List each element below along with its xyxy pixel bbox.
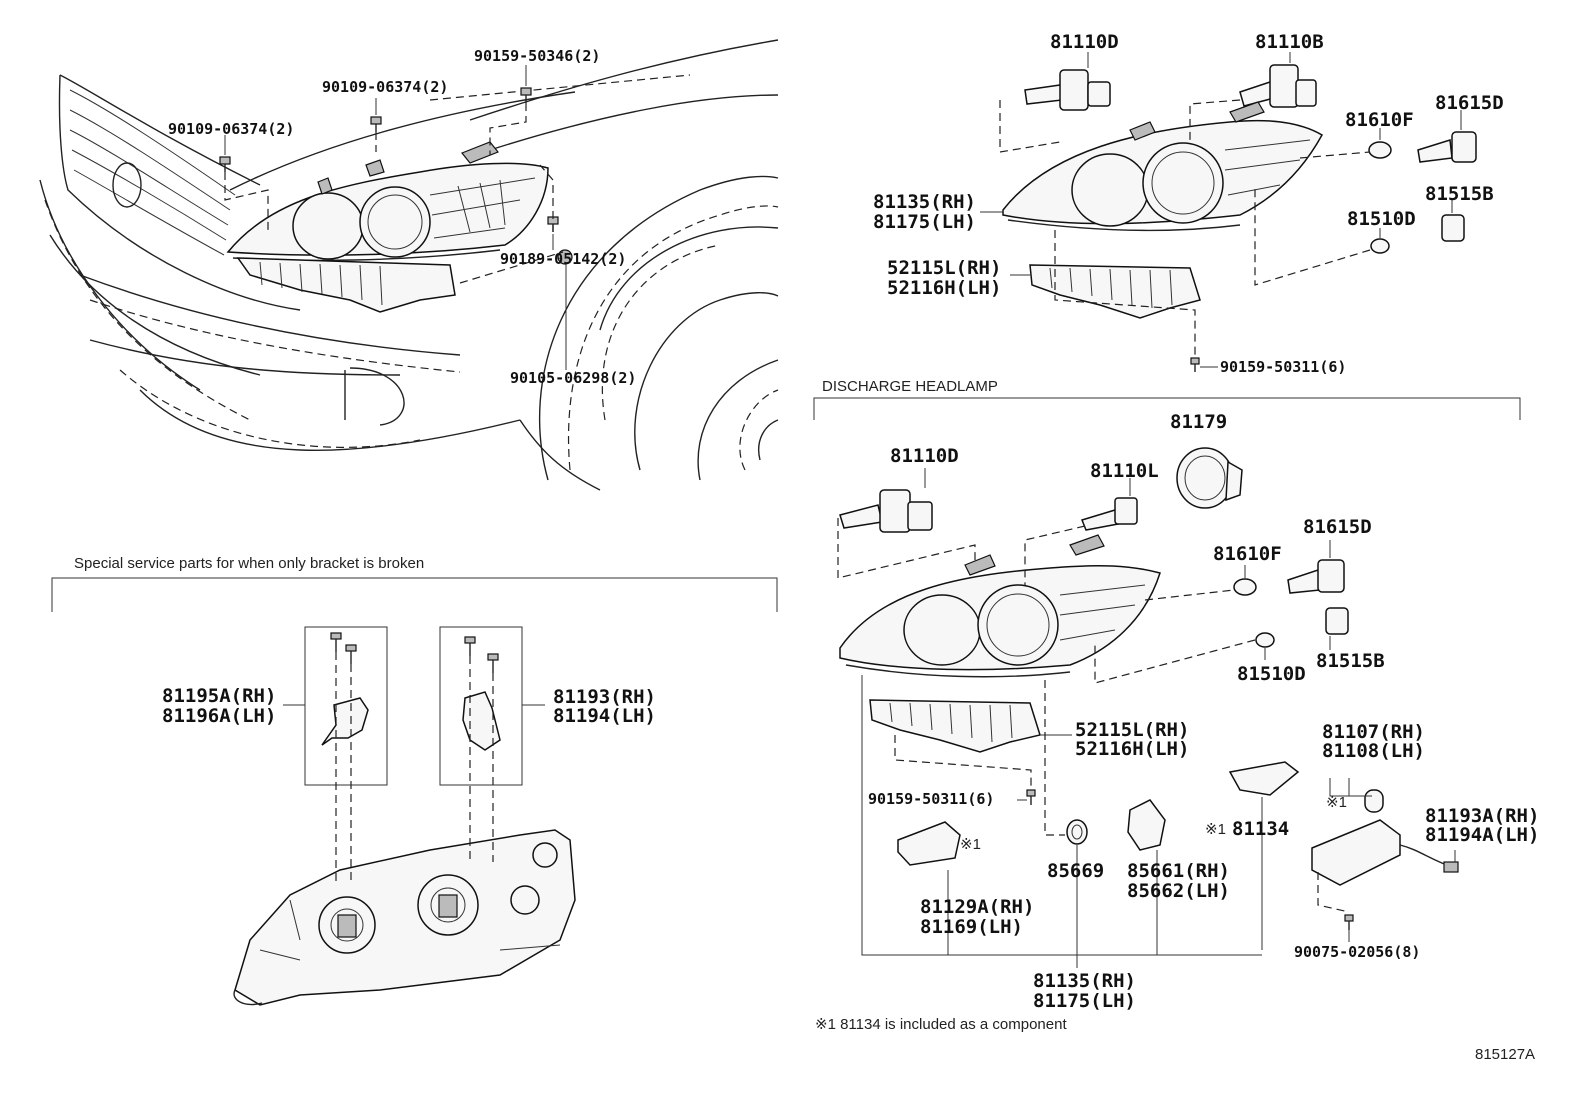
part-label-81193-rh: 81193(RH) [553,686,656,708]
part-label-81194-lh: 81194(LH) [553,705,656,727]
component-footnote: ※1 81134 is included as a component [815,1016,1067,1033]
part-label-81615D-discharge: 81615D [1303,516,1372,538]
part-label-81610F-discharge: 81610F [1213,543,1282,565]
part-label-81110B: 81110B [1255,31,1324,53]
halogen-headlamp-illustration [980,52,1477,372]
part-label-81179: 81179 [1170,411,1228,433]
part-label-52115L-rh-halogen: 52115L(RH) [887,257,1002,279]
part-label-52116H-lh-halogen: 52116H(LH) [887,277,1002,299]
part-label-81515B-discharge: 81515B [1316,650,1385,672]
part-label-81110D-halogen: 81110D [1050,31,1119,53]
part-label-81195A-rh: 81195A(RH) [162,685,277,707]
part-label-81110D-discharge: 81110D [890,445,959,467]
part-label-90159-50346: 90159-50346(2) [474,47,601,65]
part-label-81169-lh: 81169(LH) [920,916,1023,938]
part-label-81107-rh: 81107(RH) [1322,721,1425,743]
part-label-90189-05142: 90189-05142(2) [500,250,627,268]
part-label-81129A-rh: 81129A(RH) [920,896,1035,918]
part-label-81196A-lh: 81196A(LH) [162,705,277,727]
part-label-81175-lh-discharge: 81175(LH) [1033,990,1136,1012]
part-label-90159-50311-discharge: 90159-50311(6) [868,790,995,808]
part-label-81193A-rh: 81193A(RH) [1425,805,1540,827]
special-service-illustration [51,577,778,1006]
vehicle-front-illustration [39,39,779,491]
part-label-81194A-lh: 81194A(LH) [1425,824,1540,846]
part-label-81615D-halogen: 81615D [1435,92,1504,114]
part-label-52116H-lh-discharge: 52116H(LH) [1075,738,1190,760]
bulb-icon [1024,64,1317,111]
part-label-90109-06374-left: 90109-06374(2) [168,120,295,138]
part-label-81175-lh-halogen: 81175(LH) [873,211,976,233]
component-mark-ballast: ※1 [1326,794,1347,811]
part-label-81110L: 81110L [1090,460,1159,482]
component-mark-cover: ※1 [1205,821,1226,838]
part-label-90105-06298: 90105-06298(2) [510,369,637,387]
part-label-81610F-halogen: 81610F [1345,109,1414,131]
part-label-90075-02056: 90075-02056(8) [1294,943,1421,961]
part-label-85669: 85669 [1047,860,1105,882]
part-label-81510D-discharge: 81510D [1237,663,1306,685]
part-label-81515B-halogen: 81515B [1425,183,1494,205]
part-label-81510D-halogen: 81510D [1347,208,1416,230]
section-title-special-service: Special service parts for when only brac… [74,555,425,572]
part-label-81135-rh-discharge: 81135(RH) [1033,970,1136,992]
part-label-81134: 81134 [1232,818,1290,840]
part-label-90159-50311-halogen: 90159-50311(6) [1220,358,1347,376]
component-mark-igniter: ※1 [960,836,981,853]
part-label-85661-rh: 85661(RH) [1127,860,1230,882]
part-label-81108-lh: 81108(LH) [1322,740,1425,762]
discharge-headlamp-illustration [813,397,1521,968]
part-label-81135-rh-halogen: 81135(RH) [873,191,976,213]
diagram-code: 815127A [1475,1046,1536,1063]
part-label-90109-06374-center: 90109-06374(2) [322,78,449,96]
section-title-discharge-headlamp: DISCHARGE HEADLAMP [822,378,998,395]
part-label-52115L-rh-discharge: 52115L(RH) [1075,719,1190,741]
part-label-85662-lh: 85662(LH) [1127,880,1230,902]
